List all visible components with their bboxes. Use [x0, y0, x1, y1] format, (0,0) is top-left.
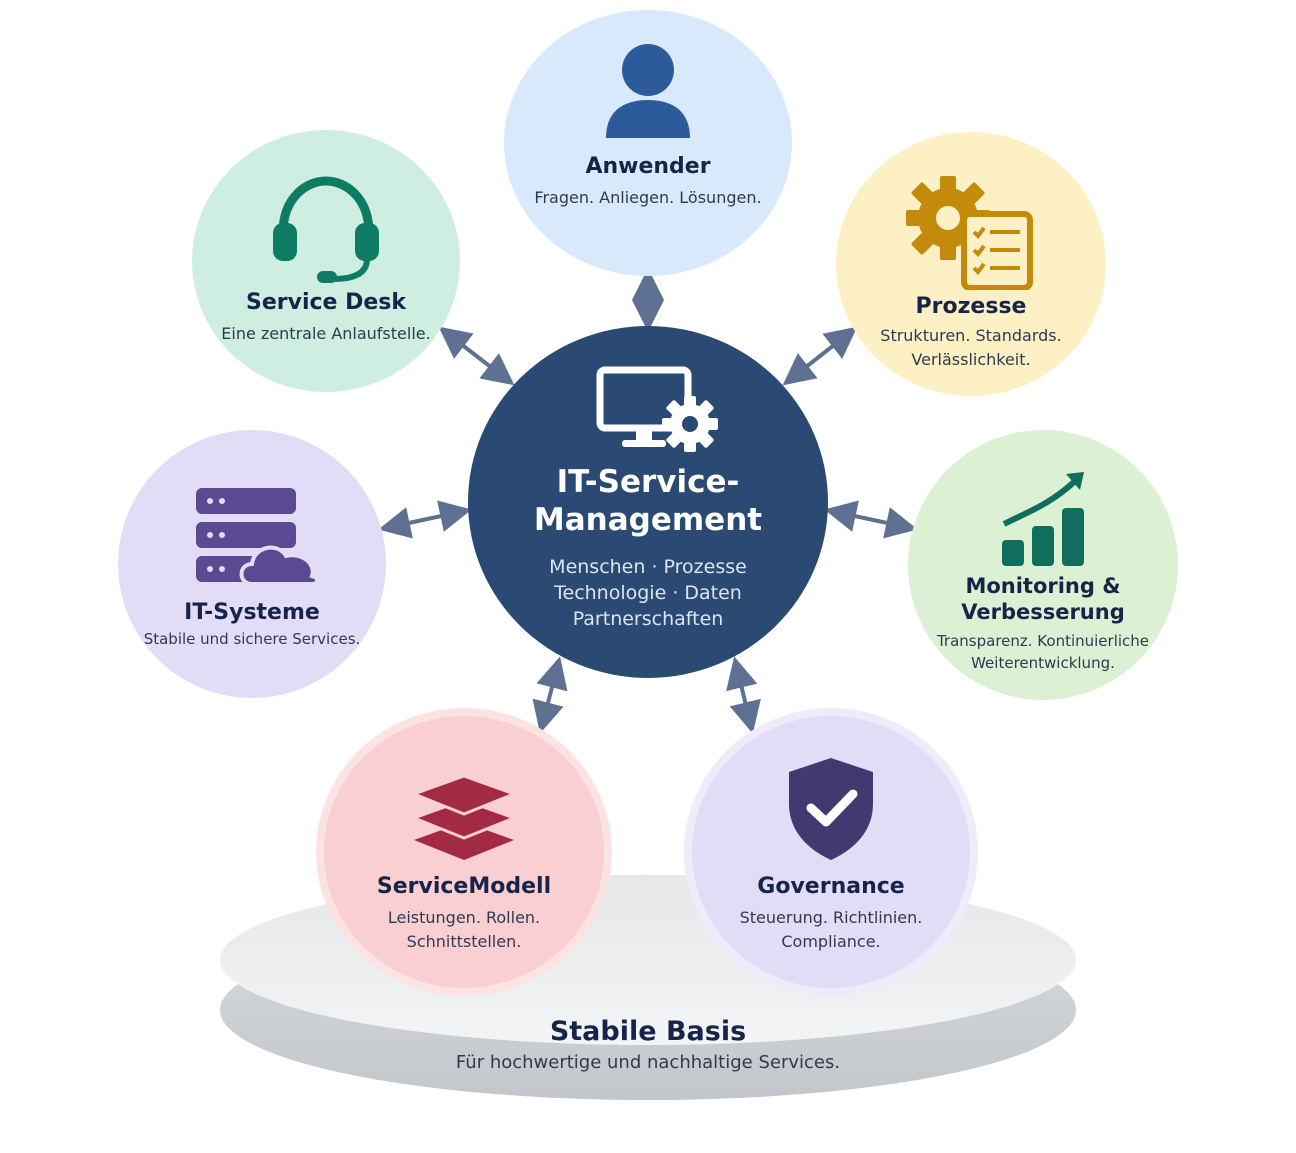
center-subtitle-3: Partnerschaften	[572, 608, 724, 630]
arrow-prozesse	[782, 326, 858, 386]
node-monitoring-subtitle-1: Transparenz. Kontinuierliche	[936, 632, 1150, 650]
user-icon	[606, 44, 690, 138]
center-node: IT-Service- Management Menschen · Prozes…	[468, 326, 828, 678]
layers-icon	[409, 774, 519, 860]
headset-icon	[273, 176, 379, 283]
node-service-desk-subtitle: Eine zentrale Anlaufstelle.	[221, 324, 431, 343]
node-anwender: Anwender Fragen. Anliegen. Lösungen.	[504, 10, 792, 276]
monitor-gear-icon	[596, 366, 718, 452]
center-title-2: Management	[533, 502, 763, 538]
center-subtitle-1: Menschen · Prozesse	[549, 556, 747, 578]
node-monitoring-title-1: Monitoring &	[965, 574, 1121, 598]
node-prozesse-title: Prozesse	[915, 294, 1027, 319]
arrow-it-systeme	[378, 500, 472, 539]
arrow-monitoring	[824, 500, 918, 539]
node-monitoring-subtitle-2: Weiterentwicklung.	[971, 654, 1115, 672]
node-it-systeme-subtitle: Stabile und sichere Services.	[143, 630, 361, 648]
gear-checklist-icon	[906, 176, 1033, 290]
arrow-service-desk	[438, 326, 515, 386]
node-anwender-title: Anwender	[585, 154, 711, 179]
shield-check-icon	[789, 758, 873, 860]
node-prozesse: Prozesse Strukturen. Standards. Verlässl…	[836, 132, 1106, 396]
platform-title: Stabile Basis	[549, 1016, 747, 1047]
node-service-desk: Service Desk Eine zentrale Anlaufstelle.	[192, 130, 460, 392]
node-prozesse-subtitle-1: Strukturen. Standards.	[880, 326, 1062, 345]
node-monitoring: Monitoring & Verbesserung Transparenz. K…	[908, 430, 1178, 700]
node-servicemodell-subtitle-1: Leistungen. Rollen.	[387, 908, 541, 927]
node-servicemodell: ServiceModell Leistungen. Rollen. Schnit…	[316, 708, 612, 996]
node-it-systeme: IT-Systeme Stabile und sichere Services.	[118, 430, 386, 698]
server-cloud-icon	[196, 488, 320, 586]
node-governance-title: Governance	[757, 874, 905, 899]
center-subtitle-2: Technologie · Daten	[554, 582, 742, 604]
node-servicemodell-subtitle-2: Schnittstellen.	[406, 932, 522, 951]
node-anwender-subtitle: Fragen. Anliegen. Lösungen.	[534, 188, 762, 207]
node-servicemodell-title: ServiceModell	[376, 874, 552, 899]
center-title-1: IT-Service-	[556, 464, 740, 500]
node-it-systeme-title: IT-Systeme	[184, 600, 320, 625]
node-governance-subtitle-1: Steuerung. Richtlinien.	[739, 908, 923, 927]
arrow-servicemodell	[532, 656, 568, 734]
arrow-governance	[726, 656, 761, 734]
node-monitoring-title-2: Verbesserung	[961, 600, 1125, 624]
node-governance-subtitle-2: Compliance.	[781, 932, 881, 951]
growth-chart-icon	[1002, 472, 1084, 566]
platform-subtitle: Für hochwertige und nachhaltige Services…	[455, 1052, 841, 1073]
node-governance: Governance Steuerung. Richtlinien. Compl…	[684, 708, 978, 996]
node-service-desk-title: Service Desk	[245, 290, 407, 315]
node-prozesse-subtitle-2: Verlässlichkeit.	[911, 350, 1031, 369]
